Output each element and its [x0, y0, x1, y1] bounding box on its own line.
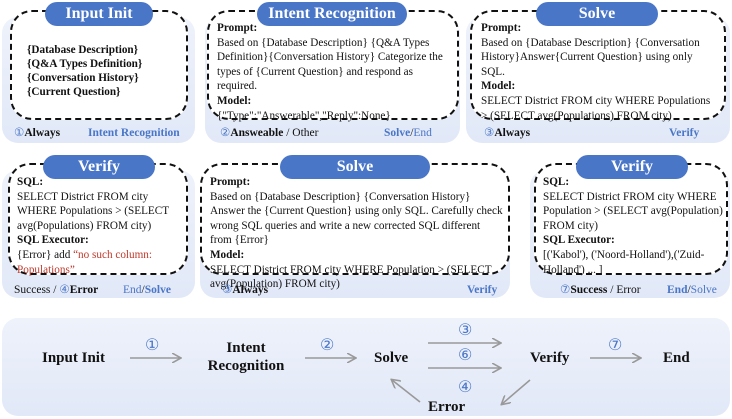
prompt-text: Based on {Database Description} {Q&A Typ… — [217, 36, 443, 93]
solve2-footer: ③Always — [222, 283, 268, 297]
next-a: End — [667, 284, 688, 296]
prompt-label: Prompt: — [217, 22, 258, 34]
condition-label: Always — [24, 127, 61, 139]
sql-label: SQL: — [17, 176, 44, 188]
solve1-next: Verify — [669, 127, 700, 139]
sep: / — [607, 284, 617, 296]
intent-line-1: Intent — [226, 340, 266, 356]
exec-label: SQL Executor: — [17, 234, 89, 247]
flow-node-intent-recognition: Intent Recognition — [200, 339, 292, 375]
next-b: Solve — [144, 284, 171, 296]
solve1-footer: ③Always — [484, 126, 530, 140]
flow-step-7: ⑦ — [608, 337, 623, 354]
verify2-footer: ⑦Success / Error — [560, 283, 641, 297]
intent-prompt: Prompt: Based on {Database Description} … — [217, 21, 453, 123]
exec-label: SQL Executor: — [543, 234, 615, 247]
verify2-content: SQL: SELECT District FROM city WHERE Pop… — [543, 175, 723, 277]
prompt-text: Based on {Database Description} {Convers… — [210, 190, 503, 247]
input-init-line: {Q&A Types Definition} — [27, 58, 143, 70]
intent-next: Solve/End — [384, 126, 432, 140]
flow-node-verify: Verify — [530, 350, 570, 366]
exec-prefix: {Error} add — [17, 248, 71, 261]
condition-b: Other — [292, 127, 319, 139]
flow-node-error: Error — [428, 399, 466, 415]
flow-node-end: End — [663, 350, 690, 366]
solve1-prompt: Prompt: Based on {Database Description} … — [481, 21, 719, 123]
card-solve-1 — [470, 10, 726, 120]
condition-label: Always — [232, 284, 269, 296]
flow-node-input-init: Input Init — [42, 350, 105, 366]
intent-footer: ②Answeable / Other — [220, 126, 318, 140]
sql-text: SELECT District FROM city WHERE Populati… — [17, 190, 169, 232]
prompt-label: Prompt: — [481, 22, 522, 34]
next-sep: / — [410, 127, 414, 139]
next-a: End — [123, 284, 142, 296]
card-verify-2-title: Verify — [576, 155, 688, 179]
flow-step-4: ④ — [458, 379, 473, 396]
card-solve-2-title: Solve — [280, 155, 430, 179]
input-init-next: Intent Recognition — [88, 127, 180, 139]
input-init-line: {Database Description} — [27, 44, 139, 56]
step-marker: ② — [220, 127, 231, 139]
flow-step-6: ⑥ — [458, 347, 473, 364]
arrow-error-to-solve — [392, 380, 421, 403]
exec-text: [('Kabol'), ('Noord-Holland'),('Zuid-Hol… — [543, 248, 705, 276]
step-marker: ⑦ — [560, 284, 571, 296]
condition-a: Success — [14, 284, 51, 296]
model-text: {"Type":"Answerable","Reply":None} — [217, 109, 391, 122]
prompt-text: Based on {Database Description} {Convers… — [481, 36, 700, 78]
card-solve-2 — [200, 163, 510, 275]
flow-node-solve: Solve — [374, 350, 409, 366]
verify1-next: End/Solve — [123, 283, 171, 297]
card-input-init — [10, 10, 188, 120]
intent-line-2: Recognition — [207, 358, 285, 374]
next-sep: / — [687, 284, 691, 296]
sql-text: SELECT District FROM city WHERE Populati… — [543, 190, 723, 232]
card-intent-recognition — [207, 10, 459, 120]
input-init-footer: ①Always — [14, 126, 60, 140]
flow-step-1: ① — [145, 337, 160, 354]
card-verify-1-title: Verify — [43, 155, 155, 179]
next-sep: / — [141, 284, 145, 296]
card-input-init-title: Input Init — [45, 2, 153, 26]
model-label: Model: — [210, 248, 245, 261]
flow-step-3: ③ — [458, 322, 473, 339]
verify1-footer: Success / ④Error — [14, 283, 98, 297]
condition-a: Answeable — [230, 127, 284, 139]
sep: / — [283, 127, 293, 139]
sql-label: SQL: — [543, 176, 570, 188]
card-intent-title: Intent Recognition — [257, 2, 407, 26]
step-marker: ① — [14, 127, 25, 139]
next-b: End — [413, 127, 432, 139]
condition-label: Always — [494, 127, 531, 139]
step-marker: ③ — [484, 127, 495, 139]
solve2-content: Prompt: Based on {Database Description} … — [210, 175, 504, 292]
panel-flow — [2, 318, 730, 416]
input-init-line: {Conversation History} — [27, 72, 139, 84]
sep: / — [50, 284, 60, 296]
model-label: Model: — [217, 94, 252, 107]
arrow-verify-to-error — [502, 379, 531, 404]
model-text: SELECT District FROM city WHERE Populati… — [481, 94, 711, 122]
condition-b: Error — [616, 284, 641, 296]
condition-b: Error — [69, 284, 99, 296]
verify2-next: End/Solve — [667, 283, 717, 297]
exec-error: “no such column: Populations” — [17, 248, 153, 276]
solve2-next: Verify — [467, 284, 498, 296]
prompt-label: Prompt: — [210, 176, 251, 188]
step-marker: ③ — [222, 284, 233, 296]
model-text: SELECT District FROM city WHERE Populati… — [210, 263, 492, 291]
verify1-content: SQL: SELECT District FROM city WHERE Pop… — [17, 175, 183, 277]
flow-step-2: ② — [320, 337, 335, 354]
step-marker: ④ — [59, 284, 70, 296]
next-b: Solve — [690, 284, 717, 296]
condition-a: Success — [570, 284, 608, 296]
card-solve-1-title: Solve — [536, 2, 658, 26]
card-verify-2 — [534, 163, 728, 275]
next-a: Solve — [384, 127, 411, 139]
model-label: Model: — [481, 80, 516, 93]
input-init-line: {Current Question} — [27, 86, 121, 98]
